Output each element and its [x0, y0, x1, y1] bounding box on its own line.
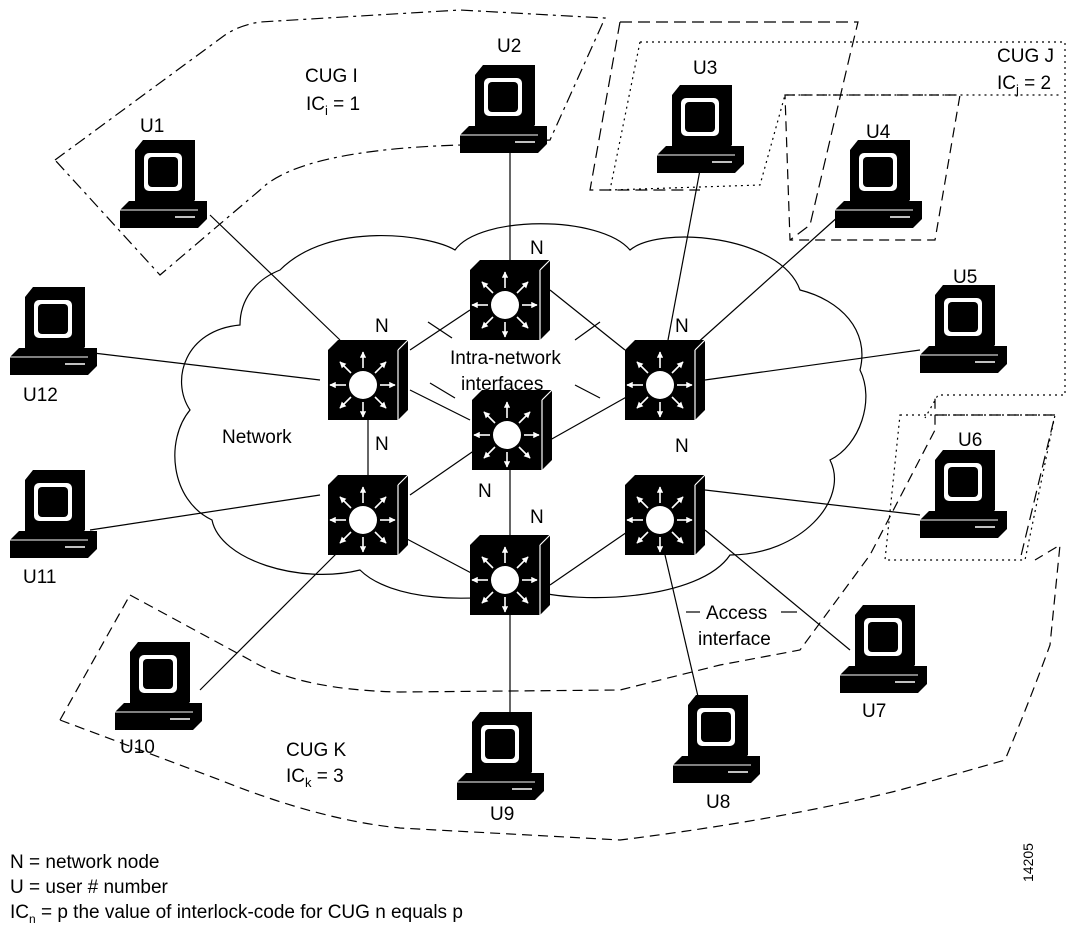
terminal-u12 [9, 286, 98, 376]
link-u10 [199, 549, 341, 691]
intra-network-label-line2: interfaces [461, 374, 543, 395]
link-u3 [667, 169, 701, 341]
link-u7 [704, 529, 851, 651]
cug-u6-outer-boundary [935, 414, 1056, 561]
link-u11 [89, 494, 321, 531]
cug-j-u3-group [609, 41, 1060, 191]
node-bottom [470, 535, 550, 615]
terminal-u5 [919, 284, 1008, 374]
terminal-u7 [839, 604, 928, 694]
terminal-u4 [834, 139, 923, 229]
label-u6: U6 [958, 430, 982, 451]
cug-j-boundary [640, 41, 1066, 419]
link-u4 [694, 214, 841, 346]
cug-j-code: ICj = 2 [997, 73, 1051, 97]
terminal-u8 [672, 694, 761, 784]
node-label-left-middle: N [375, 434, 389, 455]
figure-id: 14205 [1020, 843, 1036, 882]
terminal-u3 [656, 84, 745, 174]
terminal-u6 [919, 449, 1008, 539]
access-links [84, 150, 921, 720]
label-u10: U10 [120, 737, 155, 758]
legend-user: U = user # number [10, 877, 168, 898]
node-left-lower [328, 475, 408, 555]
legend-ic-rest: = p the value of interlock-code for CUG … [35, 902, 463, 923]
label-u12: U12 [23, 385, 58, 406]
label-u8: U8 [706, 792, 730, 813]
node-left-upper [328, 340, 408, 420]
label-u4: U4 [866, 122, 891, 143]
cug-j-name: CUG J [997, 46, 1054, 67]
link-u6 [704, 489, 921, 516]
intra-network-label-line1: Intra-network [450, 348, 561, 369]
link-u8 [664, 554, 701, 706]
terminal-u2 [459, 64, 548, 154]
node-label-center-lower: N [478, 481, 492, 502]
node-label-bottom: N [530, 507, 544, 528]
label-u2: U2 [497, 36, 521, 57]
label-u1: U1 [140, 116, 164, 137]
cug-u3-boundary [589, 21, 859, 241]
access-interface-label-line2: interface [698, 629, 771, 650]
node-label-center-top: N [530, 238, 544, 259]
label-u11: U11 [23, 567, 56, 588]
node-center-top [470, 260, 550, 340]
label-u3: U3 [693, 58, 717, 79]
link-u5 [704, 349, 921, 381]
node-label-right-middle: N [675, 436, 689, 457]
link-u1 [209, 214, 341, 341]
label-u9: U9 [490, 804, 514, 825]
cug-j-u4-boundary [784, 94, 961, 241]
node-label-left-upper: N [375, 316, 389, 337]
network-label: Network [222, 427, 292, 448]
node-right-lower [625, 475, 705, 555]
node-right-upper [625, 340, 705, 420]
terminal-u10 [114, 641, 203, 731]
cug-i-code: ICi = 1 [306, 94, 360, 118]
node-center [472, 390, 552, 470]
link-u12 [84, 351, 321, 381]
node-label-right-upper: N [675, 316, 689, 337]
legend-ic-base: IC [10, 902, 29, 923]
intra-network-interface-marks [427, 321, 601, 399]
terminal-u1 [119, 139, 208, 229]
cug-i-boundary [54, 9, 606, 276]
terminal-u9 [456, 711, 545, 801]
cug-k-boundary [59, 395, 1061, 841]
access-interface-label-line1: Access [706, 603, 767, 624]
cug-k-name: CUG K [286, 740, 347, 761]
label-u7: U7 [862, 701, 886, 722]
legend-interlock-code: ICn = p the value of interlock-code for … [10, 902, 463, 926]
legend-node: N = network node [10, 852, 160, 873]
cug-u6-boundary [884, 414, 1056, 561]
label-u5: U5 [953, 267, 977, 288]
cug-k-code: ICk = 3 [286, 766, 344, 790]
legend-ic-sub: n [29, 911, 36, 926]
cug-i-name: CUG I [305, 66, 358, 87]
terminal-u11 [9, 469, 98, 559]
